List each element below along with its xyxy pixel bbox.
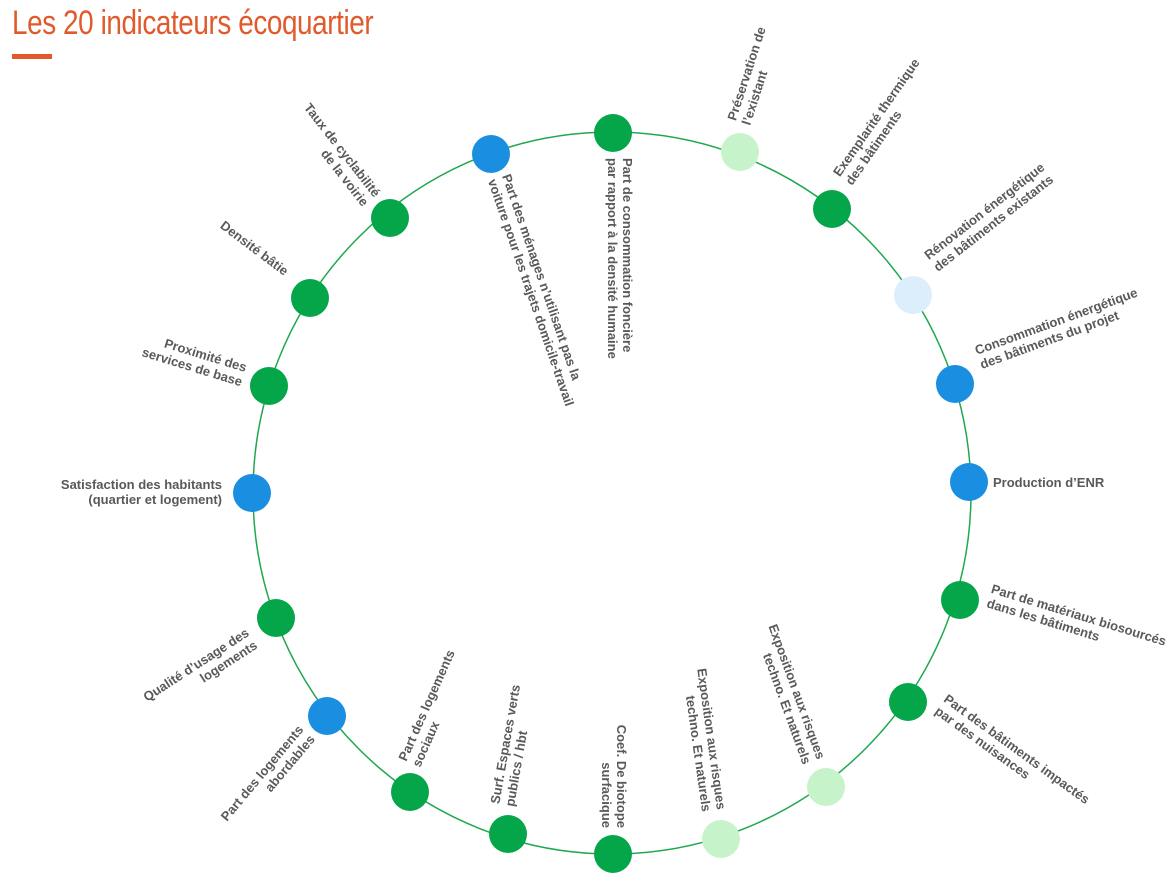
indicator-label-line: voiture pour les trajets domicile-travai… xyxy=(485,177,577,408)
indicator-nodes xyxy=(233,114,988,873)
indicator-label-preservation-existant: Préservation del’existant xyxy=(724,25,783,127)
indicator-label-line: Part des bâtiments impactés xyxy=(941,691,1092,807)
indicator-label-line: Rénovation énergétique xyxy=(921,160,1047,263)
indicator-label-line: Exemplarité thermique xyxy=(830,56,923,179)
indicator-node-densite-batie xyxy=(291,279,329,317)
indicator-label-line: surfacique xyxy=(599,762,614,828)
indicator-label-densite-batie: Densité bâtie xyxy=(218,218,292,279)
indicator-label-cyclabilite-voirie: Taux de cyclabilitéde la voirie xyxy=(289,100,383,209)
indicator-label-line: Part des ménages n’utilisant pas la xyxy=(499,172,584,383)
indicator-node-menages-sans-voiture xyxy=(472,135,510,173)
indicator-node-qualite-usage xyxy=(257,599,295,637)
indicator-label-coef-biotope: Coef. De biotopesurfacique xyxy=(599,725,629,828)
indicator-label-line: Coef. De biotope xyxy=(614,725,629,828)
indicator-label-line: Production d’ENR xyxy=(993,475,1105,490)
indicator-label-materiaux-biosources: Part de matériaux biosourcésdans les bât… xyxy=(985,581,1168,663)
indicator-node-coef-biotope xyxy=(594,835,632,873)
indicator-label-satisfaction-habitants: Satisfaction des habitants(quartier et l… xyxy=(61,477,222,507)
indicator-label-line: Part de consommation foncière xyxy=(620,158,635,352)
indicator-node-espaces-verts xyxy=(489,815,527,853)
indicator-label-logements-abordables: Part des logementsabordables xyxy=(218,722,318,833)
indicator-label-line: par rapport à la densité humaine xyxy=(605,158,620,359)
indicator-node-batiments-nuisances xyxy=(889,683,927,721)
indicator-label-consommation-fonciere: Part de consommation foncièrepar rapport… xyxy=(605,158,635,359)
indicator-label-qualite-usage: Qualité d’usage deslogements xyxy=(140,625,259,717)
indicator-node-exposition-risques-1 xyxy=(807,768,845,806)
indicator-label-exemplarite-thermique: Exemplarité thermiquedes bâtiments xyxy=(830,56,935,188)
indicator-node-exposition-risques-2 xyxy=(702,820,740,858)
indicator-node-proximite-services xyxy=(250,367,288,405)
indicator-label-exposition-risques-1: Exposition aux risquestechno. Et naturel… xyxy=(751,622,828,766)
page-title: Les 20 indicateurs écoquartier xyxy=(12,4,374,42)
indicator-label-line: Densité bâtie xyxy=(218,218,292,279)
indicator-label-renovation-energetique: Rénovation énergétiquedes bâtiments exis… xyxy=(921,160,1056,275)
indicator-node-renovation-energetique xyxy=(894,276,932,314)
indicator-node-cyclabilite-voirie xyxy=(371,199,409,237)
indicator-label-consommation-energetique: Consommation énergétiquedes bâtiments du… xyxy=(973,285,1145,372)
indicator-node-preservation-existant xyxy=(721,133,759,171)
indicator-node-production-enr xyxy=(950,463,988,501)
indicator-label-line: Part des logements xyxy=(218,722,307,824)
indicator-node-consommation-fonciere xyxy=(594,114,632,152)
indicator-node-materiaux-biosources xyxy=(941,581,979,619)
indicator-node-exemplarite-thermique xyxy=(813,190,851,228)
title-underline xyxy=(12,54,52,59)
indicator-label-proximite-services: Proximité desservices de base xyxy=(140,330,248,389)
indicator-node-logements-sociaux xyxy=(391,773,429,811)
indicator-node-logements-abordables xyxy=(308,697,346,735)
indicator-label-production-enr: Production d’ENR xyxy=(993,475,1105,490)
indicator-node-satisfaction-habitants xyxy=(233,474,271,512)
indicator-label-menages-sans-voiture: Part des ménages n’utilisant pas lavoitu… xyxy=(485,172,591,408)
indicator-label-logements-sociaux: Part des logementssociaux xyxy=(395,647,471,769)
indicator-label-line: Satisfaction des habitants xyxy=(61,477,222,492)
indicator-label-line: (quartier et logement) xyxy=(88,492,222,507)
indicator-label-espaces-verts: Surf. Espaces vertspublics / hbt xyxy=(487,683,538,807)
indicator-label-batiments-nuisances: Part des bâtiments impactéspar des nuisa… xyxy=(932,691,1092,819)
indicator-label-line: des bâtiments existants xyxy=(931,172,1056,275)
indicator-label-exposition-risques-2: Exposition aux risquestechno. Et naturel… xyxy=(679,667,729,812)
indicator-node-consommation-energetique xyxy=(936,365,974,403)
